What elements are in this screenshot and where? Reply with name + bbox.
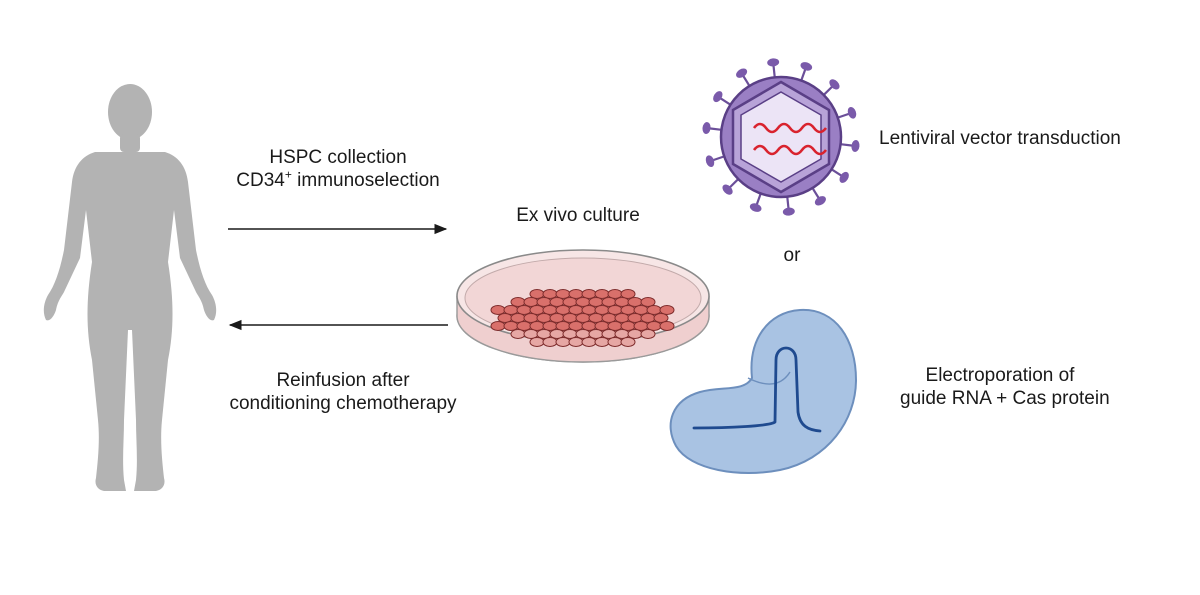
rna-strand-1 (752, 122, 828, 134)
cell (659, 305, 675, 315)
cell (659, 321, 675, 331)
lentiviral-label: Lentiviral vector transduction (879, 128, 1121, 149)
virus-spike-head (722, 184, 733, 195)
virus-spike-head (705, 155, 715, 168)
virus-spike-stem (840, 143, 853, 147)
collection-line-2: CD34+ immunoselection (228, 169, 448, 192)
virus-spikes (702, 58, 860, 216)
cell (542, 337, 558, 347)
cell (555, 337, 571, 347)
or-label: or (783, 245, 801, 266)
virus-spike-head (782, 207, 795, 216)
cell-cluster (490, 289, 675, 347)
ex-vivo-culture-label: Ex vivo culture (516, 205, 640, 226)
virus-spike-stem (755, 193, 762, 206)
cell (607, 337, 623, 347)
cell (510, 329, 526, 339)
reinfusion-line-2: conditioning chemotherapy (229, 393, 457, 414)
virus-spike-stem (830, 168, 843, 177)
virus-spike-head (829, 79, 840, 90)
lentivirus-icon (702, 58, 860, 216)
cell (568, 337, 584, 347)
cell (594, 337, 610, 347)
virus-spike-stem (837, 112, 850, 119)
reinfusion-label: Reinfusion after conditioning chemothera… (218, 369, 468, 415)
virus-spike-head (800, 62, 813, 71)
virus-spike-head (713, 91, 723, 103)
human-silhouette-icon (43, 84, 217, 491)
cell (529, 337, 545, 347)
virus-spike-stem (709, 127, 722, 131)
collection-label: HSPC collection CD34+ immunoselection (228, 146, 448, 192)
virus-spike-head (767, 58, 780, 67)
cell (503, 321, 519, 331)
virus-spike-head (814, 196, 826, 206)
virus-spike-stem (786, 196, 790, 209)
cell (490, 305, 506, 315)
cell (620, 289, 636, 299)
virus-spike-stem (742, 75, 751, 87)
virus-spike-head (736, 68, 748, 78)
collection-line-1: HSPC collection (269, 147, 407, 168)
virus-spike-stem (800, 68, 807, 81)
guide-rna-strand (692, 346, 822, 433)
cell (581, 337, 597, 347)
virus-spike-stem (822, 85, 834, 96)
cas-protein-icon (669, 308, 858, 474)
electroporation-label: Electroporation of guide RNA + Cas prote… (900, 364, 1110, 410)
petri-dish-icon (456, 249, 710, 363)
virus-spike-stem (811, 187, 820, 199)
cd34-superscript: + (284, 167, 292, 182)
virus-spike-head (839, 171, 849, 183)
cell (627, 329, 643, 339)
electroporation-line-2: guide RNA + Cas protein (900, 388, 1110, 409)
electroporation-line-1: Electroporation of (925, 365, 1075, 386)
virus-spike-head (702, 122, 711, 134)
virus-spike-head (851, 140, 860, 152)
virus-spike-head (847, 106, 857, 119)
cd34-text: CD34 (236, 170, 285, 191)
reinfusion-line-1: Reinfusion after (276, 370, 410, 391)
cell (490, 321, 506, 331)
cell (640, 329, 656, 339)
cell (620, 337, 636, 347)
virus-spike-stem (728, 178, 740, 189)
virus-spike-head (749, 203, 762, 212)
virus-spike-stem (712, 155, 725, 162)
immunoselection-text: immunoselection (291, 170, 440, 191)
virus-spike-stem (772, 65, 776, 78)
rna-strand-2 (752, 144, 828, 156)
virus-spike-stem (719, 97, 732, 106)
cell (653, 313, 669, 323)
cell (640, 297, 656, 307)
